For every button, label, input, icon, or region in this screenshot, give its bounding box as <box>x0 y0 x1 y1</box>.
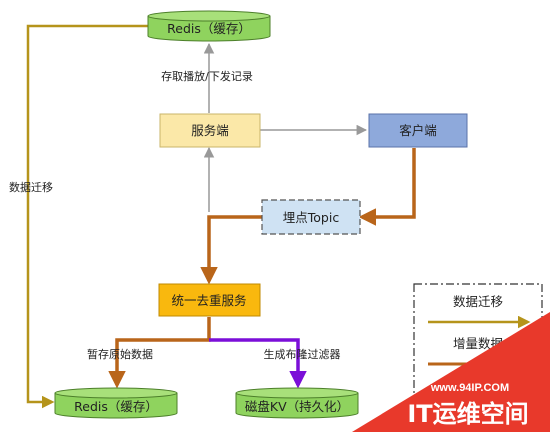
node-server: 服务端 <box>159 113 261 148</box>
node-dedup-label: 统一去重服务 <box>171 293 246 308</box>
node-topic: 埋点Topic <box>261 199 361 235</box>
edge-data-migration <box>26 24 148 409</box>
edge-topic-dedup <box>200 215 262 285</box>
watermark: www.94IP.COM IT运维空间 <box>352 312 550 432</box>
node-redis-bottom-label: Redis（缓存） <box>74 399 158 414</box>
edge-dedup-redis-bottom <box>108 317 211 389</box>
edge-label-server-redis: 存取播放/下发记录 <box>161 69 253 83</box>
node-redis-top: Redis（缓存） <box>147 10 271 42</box>
node-client: 客户端 <box>368 113 468 148</box>
edge-label-store-raw: 暂存原始数据 <box>87 347 153 361</box>
node-redis-bottom: Redis（缓存） <box>54 387 178 419</box>
edge-dedup-disk <box>209 338 307 389</box>
edge-client-topic <box>358 148 416 226</box>
node-redis-top-label: Redis（缓存） <box>167 21 251 36</box>
node-topic-label: 埋点Topic <box>283 210 340 225</box>
node-dedup: 统一去重服务 <box>158 283 261 317</box>
watermark-url: www.94IP.COM <box>430 382 509 394</box>
node-disk-kv: 磁盘KV（持久化） <box>235 387 359 419</box>
node-client-label: 客户端 <box>399 123 437 138</box>
legend-incremental-label: 增量数据 <box>453 336 503 351</box>
edge-label-bloom: 生成布隆过滤器 <box>264 347 341 361</box>
node-disk-kv-label: 磁盘KV（持久化） <box>245 399 349 414</box>
watermark-text: IT运维空间 <box>407 400 528 428</box>
edge-label-data-migration: 数据迁移 <box>9 180 53 194</box>
legend-migration-label: 数据迁移 <box>453 294 503 309</box>
node-server-label: 服务端 <box>191 123 229 138</box>
